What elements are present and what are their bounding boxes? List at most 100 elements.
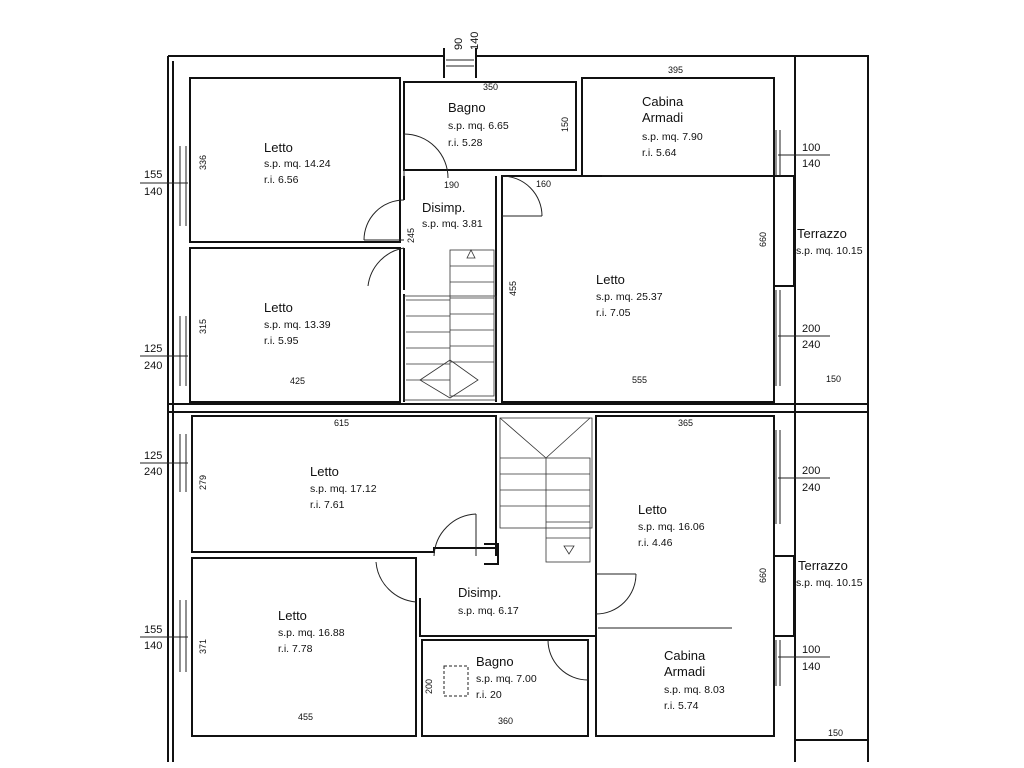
dim-label: 660 bbox=[758, 232, 768, 247]
label-cabina-bottom: Cabina bbox=[664, 648, 706, 663]
label-sp: s.p. mq. 14.24 bbox=[264, 158, 331, 170]
room-letto-top-big bbox=[501, 175, 775, 403]
room-bagno-top bbox=[403, 81, 577, 171]
label-sp: s.p. mq. 7.90 bbox=[642, 131, 703, 143]
win-dim: 140 bbox=[802, 158, 820, 170]
label-letto-top-nw: Letto bbox=[264, 140, 293, 155]
room-letto-bottom-ne bbox=[595, 415, 775, 737]
win-dim: 90 bbox=[453, 38, 465, 50]
stairs-bottom bbox=[484, 417, 593, 565]
dim-label: 190 bbox=[444, 180, 459, 190]
label-letto-bottom-sw: Letto bbox=[278, 608, 307, 623]
label-ri: r.i. 7.05 bbox=[596, 307, 631, 319]
dim-label: 455 bbox=[508, 281, 518, 296]
win-dim: 240 bbox=[144, 360, 162, 372]
dim-label: 360 bbox=[498, 716, 513, 726]
label-sp: s.p. mq. 10.15 bbox=[796, 245, 863, 257]
label-sp: s.p. mq. 8.03 bbox=[664, 684, 725, 696]
dim-label: 150 bbox=[560, 117, 570, 132]
label-cabina-top: Cabina bbox=[642, 94, 684, 109]
win-dim: 140 bbox=[144, 640, 162, 652]
dim-label: 150 bbox=[826, 374, 841, 384]
labels-top: Letto s.p. mq. 14.24 r.i. 6.56 336 Bagno… bbox=[140, 32, 863, 386]
dim-label: 615 bbox=[334, 418, 349, 428]
room-letto-top-nw bbox=[189, 77, 401, 243]
win-dim: 200 bbox=[802, 465, 820, 477]
label-letto-top-sw: Letto bbox=[264, 300, 293, 315]
label-letto-bottom-nw: Letto bbox=[310, 464, 339, 479]
bottom-floor bbox=[179, 411, 868, 741]
label-ri: r.i. 4.46 bbox=[638, 537, 673, 549]
label-terrazzo-bottom: Terrazzo bbox=[798, 558, 848, 573]
dim-label: 660 bbox=[758, 568, 768, 583]
label-letto-top-big: Letto bbox=[596, 272, 625, 287]
label-ri: r.i. 5.74 bbox=[664, 700, 699, 712]
label-sp: s.p. mq. 3.81 bbox=[422, 218, 483, 230]
dim-label: 279 bbox=[198, 475, 208, 490]
label-bagno-top: Bagno bbox=[448, 100, 486, 115]
dim-label: 455 bbox=[298, 712, 313, 722]
dim-label: 555 bbox=[632, 375, 647, 385]
win-dim: 200 bbox=[802, 323, 820, 335]
dim-label: 160 bbox=[536, 179, 551, 189]
label-terrazzo-top: Terrazzo bbox=[797, 226, 847, 241]
label-disimp-top: Disimp. bbox=[422, 200, 465, 215]
label-sp: s.p. mq. 16.06 bbox=[638, 521, 705, 533]
label-sp: s.p. mq. 25.37 bbox=[596, 291, 663, 303]
dim-label: 315 bbox=[198, 319, 208, 334]
stairs-top bbox=[403, 249, 497, 401]
label-sp: s.p. mq. 17.12 bbox=[310, 483, 377, 495]
win-dim: 155 bbox=[144, 624, 162, 636]
dim-label: 200 bbox=[424, 679, 434, 694]
win-dim: 240 bbox=[144, 466, 162, 478]
win-dim: 125 bbox=[144, 343, 162, 355]
room-disimp-top bbox=[403, 176, 497, 402]
label-ri: r.i. 5.64 bbox=[642, 147, 677, 159]
dim-label: 336 bbox=[198, 155, 208, 170]
dim-label: 350 bbox=[483, 82, 498, 92]
label-sp: s.p. mq. 6.17 bbox=[458, 605, 519, 617]
outer-walls bbox=[167, 48, 869, 762]
win-dim: 100 bbox=[802, 142, 820, 154]
label-letto-bottom-ne: Letto bbox=[638, 502, 667, 517]
label-sp: s.p. mq. 6.65 bbox=[448, 120, 509, 132]
room-disimp-bottom bbox=[419, 416, 597, 637]
win-dim: 240 bbox=[802, 339, 820, 351]
dim-label: 245 bbox=[406, 228, 416, 243]
room-letto-bottom-sw bbox=[191, 557, 417, 737]
label-sp: s.p. mq. 13.39 bbox=[264, 319, 331, 331]
win-dim: 140 bbox=[469, 32, 481, 50]
label-ri: r.i. 6.56 bbox=[264, 174, 299, 186]
dim-label: 365 bbox=[678, 418, 693, 428]
top-floor bbox=[179, 59, 795, 403]
dim-label: 371 bbox=[198, 639, 208, 654]
label-cabina-bottom-2: Armadi bbox=[664, 664, 705, 679]
win-dim: 155 bbox=[144, 169, 162, 181]
label-sp: s.p. mq. 10.15 bbox=[796, 577, 863, 589]
label-ri: r.i. 5.95 bbox=[264, 335, 299, 347]
win-dim: 125 bbox=[144, 450, 162, 462]
label-ri: r.i. 7.78 bbox=[278, 643, 313, 655]
label-sp: s.p. mq. 16.88 bbox=[278, 627, 345, 639]
doors-top bbox=[363, 133, 543, 287]
label-bagno-bottom: Bagno bbox=[476, 654, 514, 669]
labels-bottom: Letto s.p. mq. 17.12 r.i. 7.61 615 279 L… bbox=[140, 418, 863, 738]
win-dim: 100 bbox=[802, 644, 820, 656]
dim-label: 150 bbox=[828, 728, 843, 738]
win-dim: 240 bbox=[802, 482, 820, 494]
label-ri: r.i. 7.61 bbox=[310, 499, 345, 511]
room-cabina-top bbox=[581, 77, 775, 177]
doors-bottom bbox=[375, 513, 637, 681]
label-sp: s.p. mq. 7.00 bbox=[476, 673, 537, 685]
dim-label: 425 bbox=[290, 376, 305, 386]
win-dim: 140 bbox=[144, 186, 162, 198]
label-cabina-top-2: Armadi bbox=[642, 110, 683, 125]
dim-label: 395 bbox=[668, 65, 683, 75]
label-ri: r.i. 5.28 bbox=[448, 137, 483, 149]
win-dim: 140 bbox=[802, 661, 820, 673]
label-disimp-bottom: Disimp. bbox=[458, 585, 501, 600]
room-bagno-bottom bbox=[421, 639, 589, 737]
room-letto-top-sw bbox=[189, 247, 401, 403]
label-ri: r.i. 20 bbox=[476, 689, 502, 701]
